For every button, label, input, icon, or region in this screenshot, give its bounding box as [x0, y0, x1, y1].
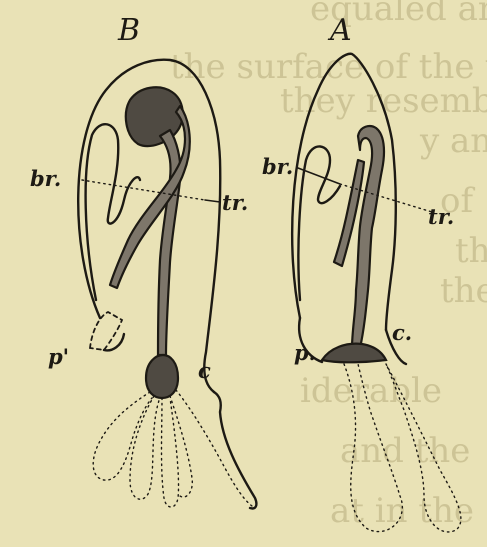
bg-line-9: and the: [340, 431, 470, 471]
bg-line-3: they resemble: [280, 81, 487, 121]
panel-b-tentacle-3: [162, 398, 179, 507]
panel-a-label-br: br.: [262, 154, 293, 179]
panel-b-oesophagus: [158, 130, 180, 355]
panel-b-right-edge: [214, 392, 256, 508]
panel-a-gut-loop: [352, 126, 384, 348]
panel-a-label-c: c.: [392, 320, 412, 345]
bg-line-7: the: [440, 271, 487, 311]
panel-a-label-tr: tr.: [428, 204, 454, 229]
panel-b: B br. tr. p' c: [30, 13, 256, 508]
panel-b-tentacle-4: [170, 396, 192, 497]
panel-a-basal-mass: [322, 344, 386, 363]
panel-a-branchial-arc: [298, 146, 340, 300]
bg-line-10: at in the: [330, 491, 474, 531]
bg-line-6: th: [455, 231, 487, 271]
panel-a-label-p: p.: [294, 340, 316, 365]
panel-b-tentacle-1: [93, 392, 152, 480]
panel-b-tr-pointer: [205, 200, 220, 202]
panel-label-a: A: [327, 13, 352, 48]
panel-b-tentacle-2: [130, 396, 160, 499]
panel-b-label-br: br.: [30, 166, 61, 191]
panel-b-label-p: p': [48, 344, 69, 369]
panel-b-label-tr: tr.: [222, 190, 248, 215]
bg-line-8: iderable: [300, 371, 442, 411]
bg-line-4: y and: [419, 121, 487, 161]
panel-b-label-c: c: [198, 358, 211, 383]
panel-b-br-pointer: [82, 180, 205, 200]
panel-label-b: B: [117, 13, 140, 48]
panel-b-basal-bulb: [146, 355, 178, 398]
panel-b-tentacle-5: [176, 390, 252, 506]
panel-b-process-stump: [90, 312, 122, 350]
background-text: equaled and the surface of the water the…: [170, 0, 487, 531]
